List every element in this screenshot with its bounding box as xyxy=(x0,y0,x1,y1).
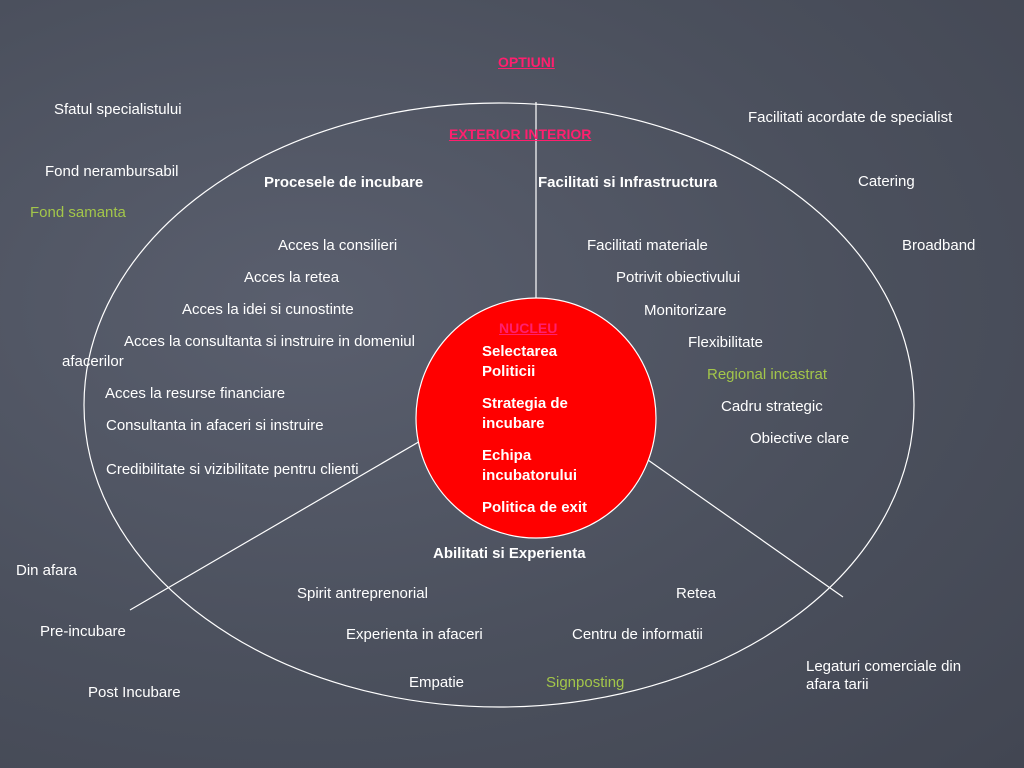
procese-item: Consultanta in afaceri si instruire xyxy=(106,417,324,434)
procese-item: Credibilitate si vizibilitate pentru cli… xyxy=(106,461,359,478)
option-catering: Catering xyxy=(858,173,915,190)
procese-item: Acces la consilieri xyxy=(278,237,398,254)
procese-item: Acces la idei si cunostinte xyxy=(182,301,354,318)
option-post-incubare: Post Incubare xyxy=(88,684,181,701)
facilitati-item: Obiective clare xyxy=(750,430,850,447)
abilitati-item: Experienta in afaceri xyxy=(346,626,483,643)
option-pre-incubare: Pre-incubare xyxy=(40,623,126,640)
core-item: Politica de exit xyxy=(482,499,588,516)
abilitati-item: Spirit antreprenorial xyxy=(297,585,428,602)
abilitati-item: Signposting xyxy=(546,674,625,691)
core-item: Selectarea Politicii xyxy=(482,343,558,380)
core-item: Strategia de incubare xyxy=(482,395,568,432)
abilitati-item: Centru de informatii xyxy=(572,626,703,643)
option-sfatul-specialistului: Sfatul specialistului xyxy=(54,101,182,118)
facilitati-item: Potrivit obiectivului xyxy=(616,269,741,286)
option-fond-nerambursabil: Fond nerambursabil xyxy=(45,163,179,180)
section-procese-heading: Procesele de incubare xyxy=(264,174,424,191)
title-nucleu: NUCLEU xyxy=(499,320,558,336)
facilitati-item: Regional incastrat xyxy=(707,366,828,383)
title-optiuni: OPTIUNI xyxy=(498,54,555,70)
abilitati-item: Empatie xyxy=(409,674,465,691)
procese-item: Acces la resurse financiare xyxy=(105,385,286,402)
core-items: Selectarea Politicii Strategia de incuba… xyxy=(482,342,642,530)
core-item: Echipa incubatorului xyxy=(482,447,577,484)
facilitati-item: Monitorizare xyxy=(644,302,727,319)
procese-item: Acces la consultanta si instruire in dom… xyxy=(124,333,415,350)
option-facilitati-specialist: Facilitati acordate de specialist xyxy=(748,109,953,126)
abilitati-item: Retea xyxy=(676,585,717,602)
option-din-afara: Din afara xyxy=(16,562,77,579)
title-exterior-interior: EXTERIOR INTERIOR xyxy=(449,126,592,142)
outer-ellipse xyxy=(83,102,915,708)
option-legaturi-comerciale: Legaturi comerciale din afara tarii xyxy=(806,658,962,693)
section-abilitati-heading: Abilitati si Experienta xyxy=(433,545,586,562)
divider-left xyxy=(129,439,423,611)
facilitati-item: Cadru strategic xyxy=(721,398,823,415)
core-circle xyxy=(415,297,657,539)
facilitati-item: Facilitati materiale xyxy=(587,237,708,254)
divider-right xyxy=(647,459,844,598)
option-fond-samanta: Fond samanta xyxy=(30,204,126,221)
procese-item: Acces la retea xyxy=(244,269,340,286)
section-facilitati-heading: Facilitati si Infrastructura xyxy=(538,174,718,191)
facilitati-item: Flexibilitate xyxy=(688,334,764,351)
option-broadband: Broadband xyxy=(902,237,976,254)
procese-item: afacerilor xyxy=(62,353,124,370)
